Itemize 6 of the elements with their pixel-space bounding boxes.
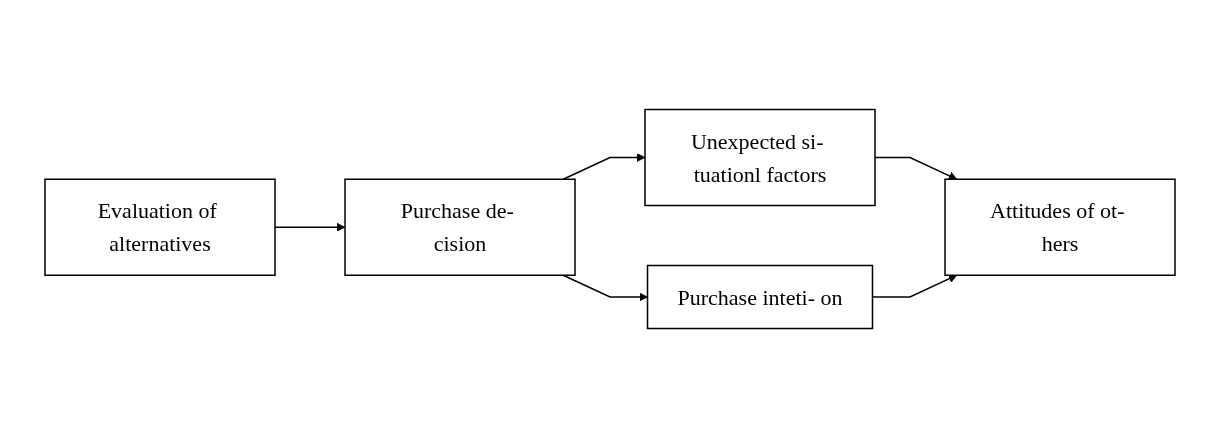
node-box: Evaluation of alternatives <box>44 178 276 276</box>
node-box: Unexpected si- tuationl factors <box>644 108 876 206</box>
node-box: Purchase inteti- on <box>646 264 874 329</box>
arrow <box>562 274 648 301</box>
node-box: Attitudes of ot- hers <box>944 178 1176 276</box>
node-box: Purchase de- cision <box>344 178 576 276</box>
